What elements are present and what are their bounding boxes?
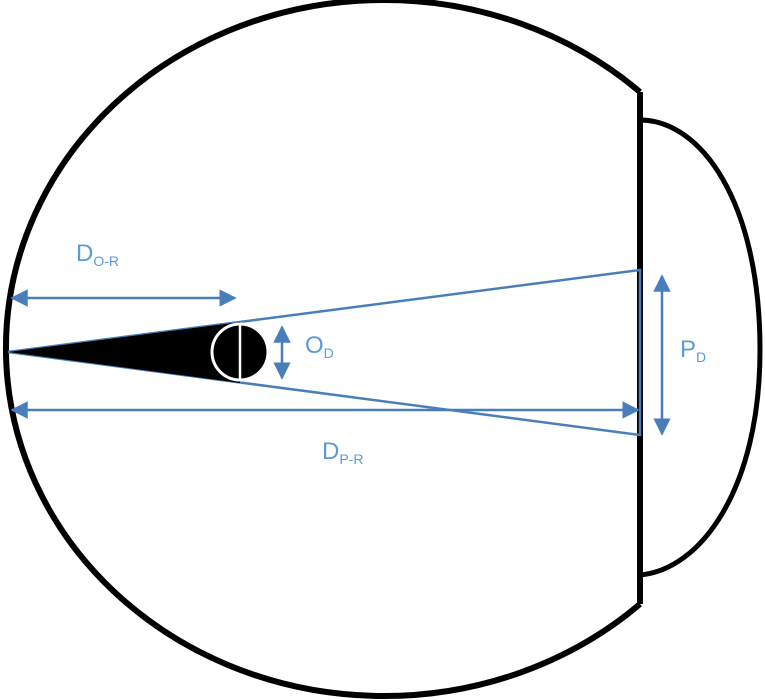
label-d-or: DO-R bbox=[76, 240, 120, 269]
label-d-pr: DP-R bbox=[322, 438, 364, 467]
label-p-d: PD bbox=[680, 336, 707, 365]
eyeball-outline bbox=[3, 0, 642, 699]
cornea-outline bbox=[639, 117, 763, 578]
shadow-cone bbox=[8, 322, 240, 383]
ray-cone bbox=[7, 268, 642, 437]
label-o-d: OD bbox=[305, 332, 334, 361]
